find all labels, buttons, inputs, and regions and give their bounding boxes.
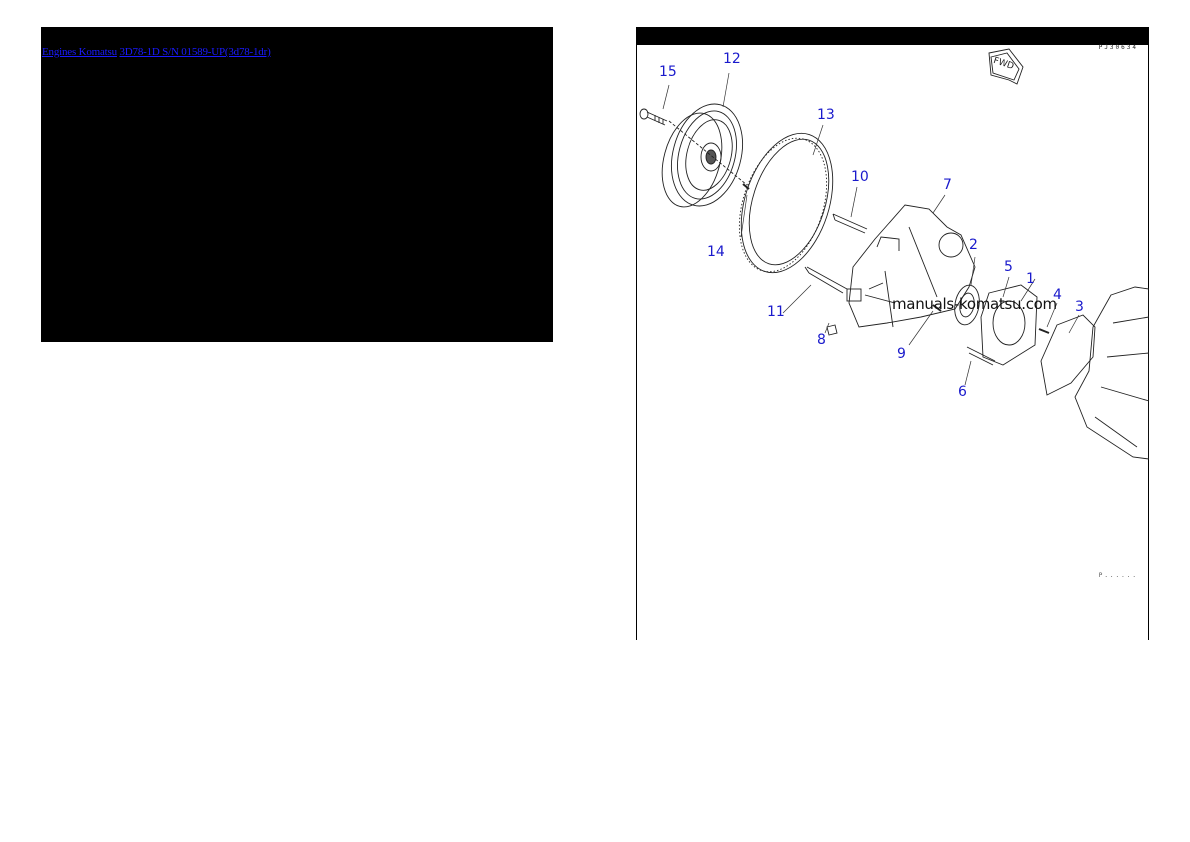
bolt-11-icon bbox=[804, 266, 848, 294]
nut-8-icon bbox=[826, 324, 838, 336]
callout-14[interactable]: 14 bbox=[707, 244, 725, 260]
seal-housing-1-icon bbox=[980, 284, 1038, 366]
callout-15[interactable]: 15 bbox=[659, 64, 677, 80]
callout-4[interactable]: 4 bbox=[1053, 287, 1062, 303]
figure-code-top: PJ30634 bbox=[1098, 44, 1138, 51]
callout-10[interactable]: 10 bbox=[851, 169, 869, 185]
diagram-header-bar bbox=[636, 27, 1149, 45]
breadcrumb-link-model[interactable]: 3D78-1D S/N 01589-UP(3d78-1dr) bbox=[119, 46, 271, 58]
bolt-6-icon bbox=[966, 346, 996, 366]
callout-1[interactable]: 1 bbox=[1026, 271, 1035, 287]
callout-8[interactable]: 8 bbox=[817, 332, 826, 348]
engine-block-icon bbox=[1074, 286, 1149, 460]
callout-12[interactable]: 12 bbox=[723, 51, 741, 67]
breadcrumb: Engines Komatsu 3D78-1D S/N 01589-UP(3d7… bbox=[42, 46, 271, 58]
ring-gear-13-icon bbox=[738, 132, 834, 274]
bolt-15-icon bbox=[639, 108, 668, 126]
callout-2[interactable]: 2 bbox=[969, 237, 978, 253]
gear-2-icon bbox=[954, 284, 980, 326]
gasket-3-icon bbox=[1040, 314, 1096, 396]
crank-pulley-12-icon bbox=[661, 103, 748, 208]
callout-3[interactable]: 3 bbox=[1075, 299, 1084, 315]
callout-leader-lines bbox=[662, 72, 1080, 386]
dowel-9-icon bbox=[932, 304, 942, 312]
exploded-parts-diagram: 15 12 13 14 10 7 2 5 1 4 3 11 8 9 6 FWD … bbox=[637, 27, 1149, 640]
callout-6[interactable]: 6 bbox=[958, 384, 967, 400]
breadcrumb-panel: Engines Komatsu 3D78-1D S/N 01589-UP(3d7… bbox=[41, 27, 553, 342]
callout-5[interactable]: 5 bbox=[1004, 259, 1013, 275]
watermark-text: manuals-komatsu.com bbox=[892, 295, 1057, 313]
breadcrumb-link-engines[interactable]: Engines Komatsu bbox=[42, 46, 117, 58]
fwd-arrow-icon bbox=[988, 48, 1024, 85]
bolt-10-icon bbox=[832, 213, 868, 234]
callout-11[interactable]: 11 bbox=[767, 304, 785, 320]
parts-diagram-panel: PJ30634 bbox=[636, 27, 1149, 640]
callout-7[interactable]: 7 bbox=[943, 177, 952, 193]
pin-4-icon bbox=[1038, 328, 1050, 334]
callout-9[interactable]: 9 bbox=[897, 346, 906, 362]
callout-13[interactable]: 13 bbox=[817, 107, 835, 123]
diagram-drawing bbox=[639, 48, 1149, 460]
figure-code-bottom: P...... bbox=[1098, 572, 1138, 579]
